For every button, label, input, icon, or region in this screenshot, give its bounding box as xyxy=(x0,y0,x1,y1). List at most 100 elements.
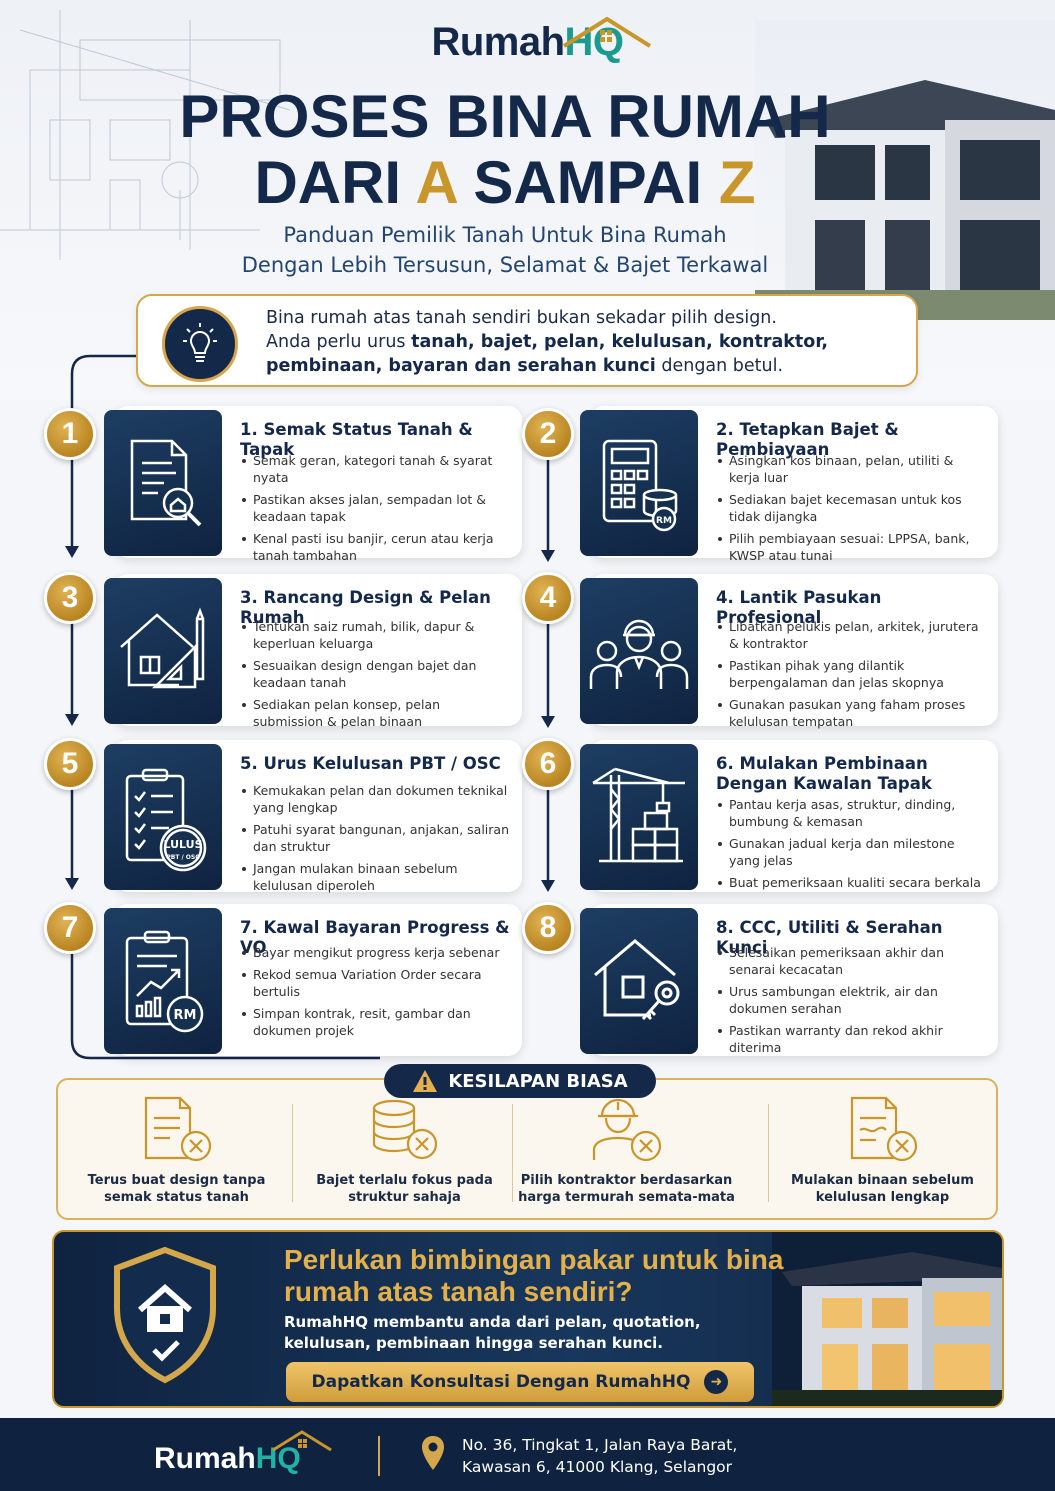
step-bullets: Tentukan saiz rumah, bilik, dapur & kepe… xyxy=(240,618,512,735)
step-number-badge: 6 xyxy=(522,738,574,790)
step-card-8: 8. CCC, Utiliti & Serahan Kunci Selesaik… xyxy=(580,904,998,1056)
bullet: Sediakan bajet kecemasan untuk kos tidak… xyxy=(716,491,988,525)
mistake-item-3: Pilih kontraktor berdasarkan harga termu… xyxy=(514,1094,739,1214)
worker-x-icon xyxy=(592,1098,662,1162)
bullet: Pilih pembiayaan sesuai: LPPSA, bank, KW… xyxy=(716,530,988,564)
step-bullets: Asingkan kos binaan, pelan, utiliti & ke… xyxy=(716,452,988,569)
page-title: PROSES BINA RUMAH DARI A SAMPAI Z xyxy=(179,83,831,216)
intro-box: Bina rumah atas tanah sendiri bukan seka… xyxy=(136,294,918,387)
divider xyxy=(512,1104,513,1202)
bullet: Jangan mulakan binaan sebelum kelulusan … xyxy=(240,860,512,894)
step-bullets: Bayar mengikut progress kerja sebenar Re… xyxy=(240,944,512,1044)
team-icon xyxy=(580,578,698,724)
bullet: Libatkan pelukis pelan, arkitek, juruter… xyxy=(716,618,988,652)
step-number-badge: 4 xyxy=(522,572,574,624)
payment-chart-icon: RM xyxy=(104,908,222,1054)
house-plan-icon xyxy=(104,578,222,724)
step-number-badge: 7 xyxy=(44,902,96,954)
bullet: Gunakan jadual kerja dan milestone yang … xyxy=(716,835,988,869)
step-card-3: 3. Rancang Design & Pelan Rumah Tentukan… xyxy=(104,574,522,729)
bullet: Patuhi syarat bangunan, anjakan, saliran… xyxy=(240,821,512,855)
footer: RumahHQ No. 36, Tingkat 1, Jalan Raya Ba… xyxy=(0,1418,1055,1491)
step-bullets: Kemukakan pelan dan dokumen teknikal yan… xyxy=(240,782,512,899)
shield-house-icon xyxy=(114,1246,216,1384)
svg-text:RM: RM xyxy=(656,516,672,526)
svg-text:PBT / OSC: PBT / OSC xyxy=(166,854,200,861)
cta-description: RumahHQ membantu anda dari pelan, quotat… xyxy=(284,1313,701,1352)
bullet: Semak geran, kategori tanah & syarat nya… xyxy=(240,452,512,486)
mistake-text: Pilih kontraktor berdasarkan harga termu… xyxy=(518,1173,735,1205)
step-title: 5. Urus Kelulusan PBT / OSC xyxy=(240,754,501,773)
step-number-badge: 8 xyxy=(522,902,574,954)
consultation-banner: Perlukan bimbingan pakar untuk bina ruma… xyxy=(52,1230,1004,1408)
bullet: Gunakan pasukan yang faham proses kelulu… xyxy=(716,696,988,730)
bullet: Buat pemeriksaan kualiti secara berkala xyxy=(716,874,988,891)
document-search-icon xyxy=(104,410,222,556)
step-card-5: LULUS PBT / OSC 5. Urus Kelulusan PBT / … xyxy=(104,740,522,893)
bullet: Bayar mengikut progress kerja sebenar xyxy=(240,944,512,961)
divider xyxy=(292,1104,293,1202)
consultation-button[interactable]: Dapatkan Konsultasi Dengan RumahHQ ➜ xyxy=(286,1362,754,1402)
bullet: Kemukakan pelan dan dokumen teknikal yan… xyxy=(240,782,512,816)
document-x-icon xyxy=(850,1096,918,1162)
bullet: Kenal pasti isu banjir, cerun atau kerja… xyxy=(240,530,512,564)
mistakes-heading: KESILAPAN BIASA xyxy=(384,1064,656,1098)
step-card-7: RM 7. Kawal Bayaran Progress & VO Bayar … xyxy=(104,904,522,1056)
mistake-text: Mulakan binaan sebelum kelulusan lengkap xyxy=(791,1173,974,1205)
step-title: 1. Semak Status Tanah & Tapak xyxy=(240,420,473,459)
step-title: 3. Rancang Design & Pelan Rumah xyxy=(240,588,491,627)
mistake-text: Bajet terlalu fokus pada struktur sahaja xyxy=(316,1173,493,1205)
process-connector-lines xyxy=(65,354,555,1060)
checklist-icon: LULUS PBT / OSC xyxy=(104,744,222,890)
brand-logo: RumahHQ xyxy=(431,20,624,64)
document-x-icon xyxy=(144,1096,212,1162)
step-bullets: Selesaikan pemeriksaan akhir dan senarai… xyxy=(716,944,988,1061)
bullet: Rekod semua Variation Order secara bertu… xyxy=(240,966,512,1000)
arrow-right-icon: ➜ xyxy=(704,1370,729,1394)
step-title: 8. CCC, Utiliti & Serahan Kunci xyxy=(716,918,943,957)
mistake-item-4: Mulakan binaan sebelum kelulusan lengkap xyxy=(770,1094,995,1214)
step-bullets: Semak geran, kategori tanah & syarat nya… xyxy=(240,452,512,569)
step-number-badge: 2 xyxy=(522,408,574,460)
mistake-item-2: Bajet terlalu fokus pada struktur sahaja xyxy=(292,1094,517,1214)
svg-text:LULUS: LULUS xyxy=(163,838,202,851)
architect-sketch-illustration xyxy=(0,10,291,260)
intro-text: Bina rumah atas tanah sendiri bukan seka… xyxy=(266,308,829,376)
bullet: Simpan kontrak, resit, gambar dan dokume… xyxy=(240,1005,512,1039)
bullet: Pastikan pihak yang dilantik berpengalam… xyxy=(716,657,988,691)
modern-house-illustration xyxy=(755,20,1055,320)
step-bullets: Libatkan pelukis pelan, arkitek, juruter… xyxy=(716,618,988,735)
bullet: Sesuaikan design dengan bajet dan keadaa… xyxy=(240,657,512,691)
mistake-text: Terus buat design tanpa semak status tan… xyxy=(87,1173,266,1205)
step-number-badge: 1 xyxy=(44,408,96,460)
svg-text:RM: RM xyxy=(174,1008,197,1023)
house-key-icon xyxy=(580,908,698,1054)
step-number-badge: 3 xyxy=(44,572,96,624)
night-house-illustration xyxy=(772,1232,1002,1406)
step-title: 7. Kawal Bayaran Progress & VO xyxy=(240,918,510,957)
step-title: 2. Tetapkan Bajet & Pembiayaan xyxy=(716,420,899,459)
step-title: 4. Lantik Pasukan Profesional xyxy=(716,588,882,627)
lightbulb-icon xyxy=(162,306,238,382)
step-number-badge: 5 xyxy=(44,738,96,790)
bullet: Pastikan warranty dan rekod akhir diteri… xyxy=(716,1022,988,1056)
footer-logo: RumahHQ xyxy=(154,1442,301,1475)
step-bullets: Pantau kerja asas, struktur, dinding, bu… xyxy=(716,796,988,896)
bullet: Asingkan kos binaan, pelan, utiliti & ke… xyxy=(716,452,988,486)
bullet: Tentukan saiz rumah, bilik, dapur & kepe… xyxy=(240,618,512,652)
location-pin-icon xyxy=(422,1436,444,1470)
coins-x-icon xyxy=(372,1099,438,1160)
step-card-6: 6. Mulakan Pembinaan Dengan Kawalan Tapa… xyxy=(580,740,998,892)
calculator-icon: RM xyxy=(580,410,698,556)
step-card-1: 1. Semak Status Tanah & Tapak Semak gera… xyxy=(104,406,522,563)
roof-icon xyxy=(272,1430,332,1452)
cta-title: Perlukan bimbingan pakar untuk bina ruma… xyxy=(284,1244,784,1307)
roof-icon xyxy=(562,16,652,48)
step-title: 6. Mulakan Pembinaan Dengan Kawalan Tapa… xyxy=(716,754,932,793)
button-label: Dapatkan Konsultasi Dengan RumahHQ xyxy=(311,1372,691,1392)
common-mistakes-panel xyxy=(56,1078,998,1220)
bullet: Sediakan pelan konsep, pelan submission … xyxy=(240,696,512,730)
crane-icon xyxy=(580,744,698,890)
divider xyxy=(768,1104,769,1202)
step-card-2: RM 2. Tetapkan Bajet & Pembiayaan Asingk… xyxy=(580,406,998,563)
